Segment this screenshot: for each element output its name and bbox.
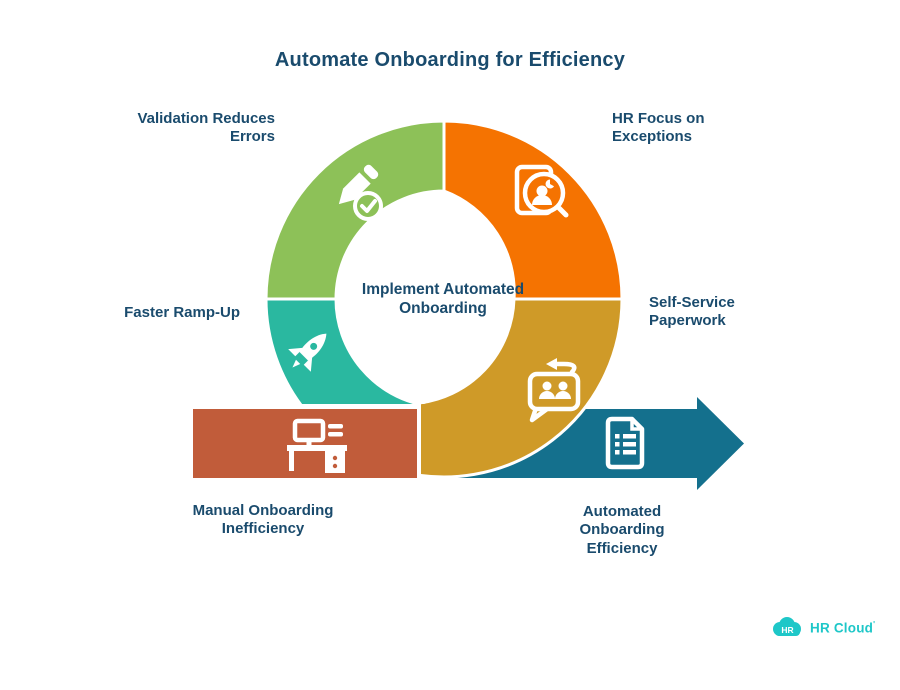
label-validation: Validation Reduces Errors <box>137 110 275 146</box>
chat-exchange-icon <box>527 358 581 423</box>
label-center: Implement Automated Onboarding <box>361 281 525 317</box>
label-manual-onboarding: Manual Onboarding Inefficiency <box>192 502 334 538</box>
logo-trademark: ' <box>873 620 876 630</box>
label-faster-ramp-up: Faster Ramp-Up <box>124 304 240 321</box>
label-self-service: Self-Service Paperwork <box>649 294 735 330</box>
document-icon <box>605 416 645 470</box>
desk-computer-icon <box>287 418 347 473</box>
logo-badge-text: HR <box>781 625 793 635</box>
label-hr-focus: HR Focus on Exceptions <box>612 110 705 146</box>
segment-self-service <box>421 297 624 479</box>
page-title: Automate Onboarding for Efficiency <box>274 49 626 71</box>
arrow-head <box>697 397 744 490</box>
rocket-icon <box>288 333 327 372</box>
pencil-check-icon <box>338 164 383 221</box>
logo-wordmark: HR Cloud' <box>810 620 876 636</box>
candidate-search-icon <box>514 164 569 218</box>
hr-cloud-logo: HR HR Cloud' <box>770 616 875 640</box>
hr-cloud-logo-icon: HR <box>773 617 801 636</box>
label-automated-onboarding: Automated Onboarding Efficiency <box>579 503 665 557</box>
segment-faster-ramp-up <box>264 297 426 404</box>
